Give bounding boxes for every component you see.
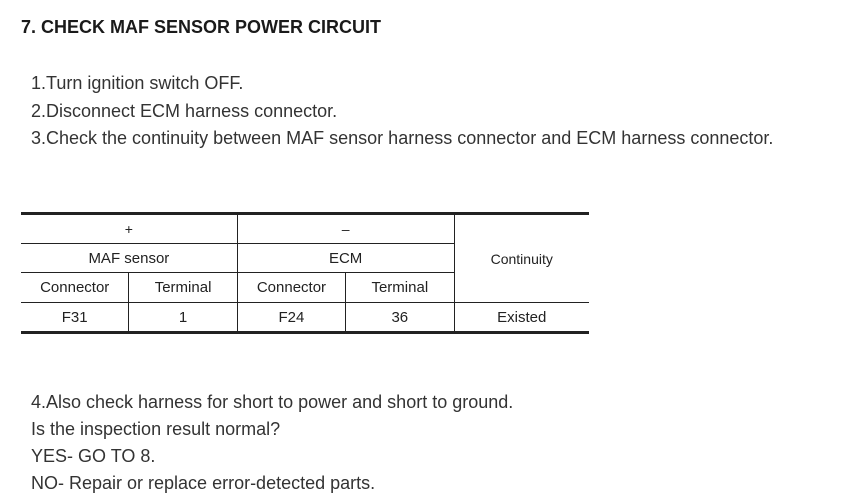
continuity-header: Continuity <box>453 213 589 303</box>
table-row: + – Continuity <box>21 213 589 303</box>
maf-terminal-value: 1 <box>128 302 238 333</box>
ecm-connector-header: Connector <box>236 272 347 303</box>
ecm-connector-value: F24 <box>236 302 347 333</box>
step-2: 2.Disconnect ECM harness connector. <box>31 100 338 121</box>
result-section: 4.Also check harness for short to power … <box>31 389 513 497</box>
continuity-value: Existed <box>453 302 589 333</box>
yes-answer: YES- GO TO 8. <box>31 446 156 466</box>
ecm-terminal-header: Terminal <box>345 272 454 303</box>
maf-terminal-header: Terminal <box>128 272 238 303</box>
continuity-table: + – Continuity MAF sensor ECM Connector … <box>21 212 589 334</box>
minus-header: – <box>236 213 455 244</box>
no-answer: NO- Repair or replace error-detected par… <box>31 473 376 493</box>
plus-header: + <box>21 213 238 244</box>
maf-sensor-header: MAF sensor <box>21 243 238 273</box>
ecm-header: ECM <box>236 243 454 273</box>
inspection-question: Is the inspection result normal? <box>31 419 281 439</box>
table-row: MAF sensor ECM <box>21 243 589 273</box>
table-row: Connector Terminal Connector Terminal <box>21 272 589 303</box>
maf-connector-value: F31 <box>21 302 130 333</box>
procedure-steps: 1.Turn ignition switch OFF. 2.Disconnect… <box>31 70 773 153</box>
step-4: 4.Also check harness for short to power … <box>31 392 514 412</box>
table-row: F31 1 F24 36 Existed <box>21 302 589 333</box>
section-title: 7. CHECK MAF SENSOR POWER CIRCUIT <box>21 17 382 37</box>
ecm-terminal-value: 36 <box>345 302 455 333</box>
maf-connector-header: Connector <box>21 272 130 303</box>
step-1: 1.Turn ignition switch OFF. <box>31 73 244 93</box>
step-3: 3.Check the continuity between MAF senso… <box>31 128 774 148</box>
